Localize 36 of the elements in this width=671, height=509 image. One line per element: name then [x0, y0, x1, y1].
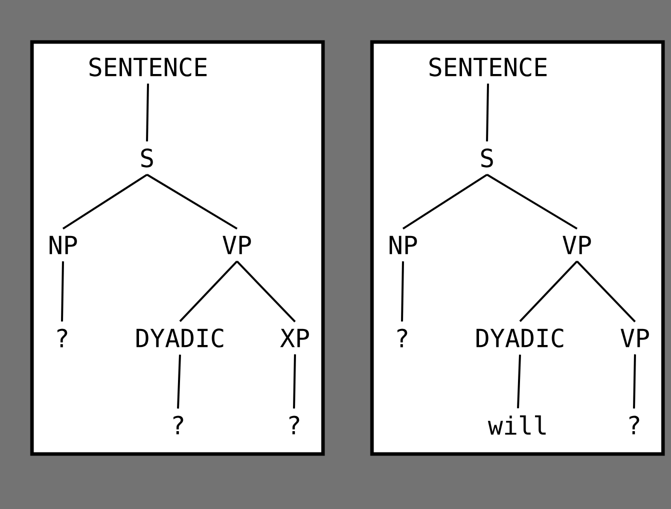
tree-label: ? — [397, 328, 408, 348]
tree-label: ? — [173, 416, 184, 434]
tree-branch — [486, 174, 578, 230]
tree-label: DYADIC — [476, 328, 564, 348]
tree-branch — [177, 354, 181, 409]
tree-label: ? — [57, 328, 68, 348]
tree-label: S — [481, 148, 493, 168]
tree-label: VP — [562, 236, 591, 254]
tree-branch — [61, 261, 64, 322]
tree-label: will — [488, 415, 546, 435]
tree-label: SENTENCE — [90, 58, 207, 76]
tree-branch — [179, 260, 238, 322]
tree-label: NP — [50, 236, 77, 254]
tree-branch — [633, 354, 636, 409]
tree-label: DYADIC — [136, 328, 224, 348]
tree-branch — [402, 174, 488, 230]
tree-label: NP — [390, 236, 417, 254]
tree-label: ? — [289, 416, 300, 434]
tree-label: VP — [620, 328, 649, 348]
tree-branch — [146, 84, 149, 142]
tree-branch — [401, 261, 404, 322]
tree-label: VP — [222, 236, 251, 254]
tree-branch — [486, 84, 489, 142]
tree-branch — [146, 174, 238, 230]
tree-branch — [517, 354, 521, 408]
tree-branch — [576, 260, 636, 322]
tree-branch — [293, 354, 296, 409]
tree-branch — [236, 260, 296, 322]
panel-frame — [30, 40, 325, 456]
tree-label: XP — [280, 328, 309, 348]
tree-label: ? — [629, 416, 640, 434]
tree-label: SENTENCE — [430, 58, 547, 76]
tree-branch — [62, 174, 148, 230]
tree-branch — [519, 260, 578, 322]
panel-frame — [370, 40, 665, 456]
tree-label: S — [141, 148, 153, 168]
